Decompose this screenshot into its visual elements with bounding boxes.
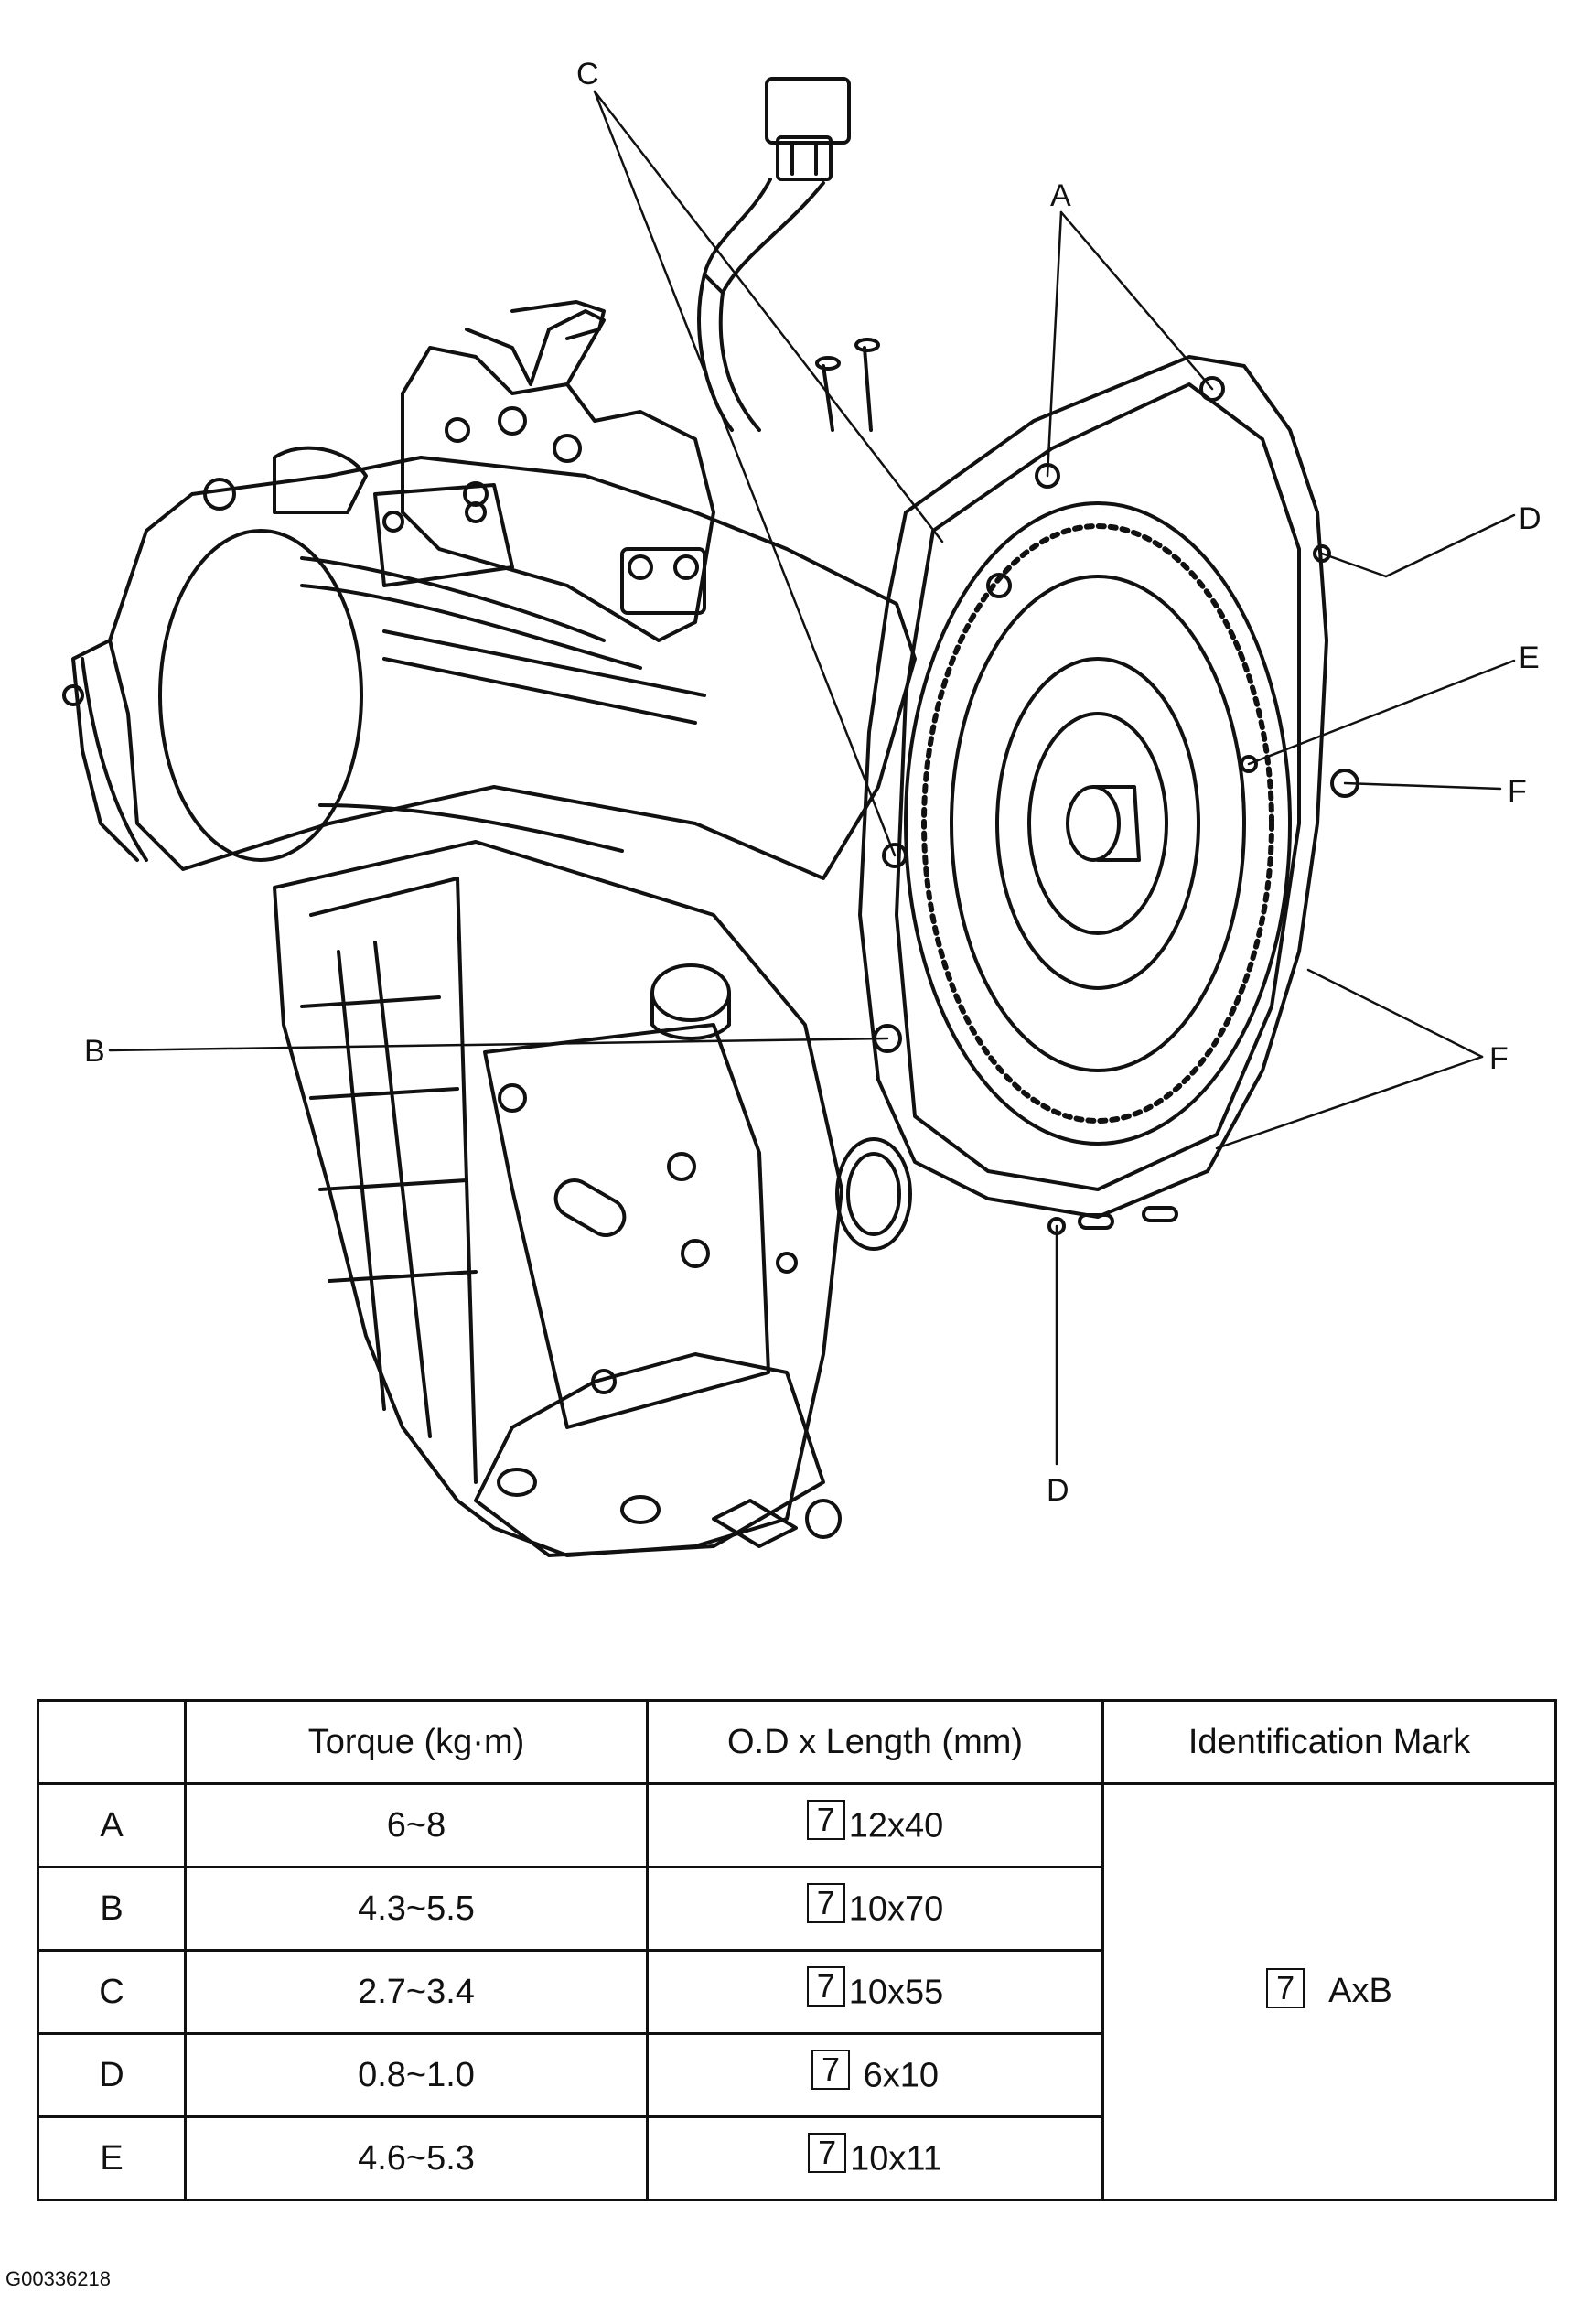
torque-value: 4.3~5.5 (184, 1866, 649, 1952)
table-header-row: Torque (kg·m) O.D x Length (mm) Identifi… (37, 1699, 1557, 1785)
table-row: D 0.8~1.0 7 6x10 (37, 2032, 1556, 2118)
mark-box: 7 (806, 1966, 845, 2007)
leader-lines (108, 90, 1516, 1466)
identification-mark-box: 7 (1266, 1968, 1305, 2009)
bolt-id: D (37, 2032, 187, 2118)
od-length-value: 10x11 (850, 2138, 942, 2178)
callout-labels: C A D E F B F D (84, 57, 1542, 1508)
callout-d-bottom: D (1047, 1473, 1069, 1508)
bolt-id: E (37, 2115, 187, 2201)
od-length-value: 10x55 (848, 1972, 944, 2011)
callout-a: A (1050, 178, 1071, 213)
figure-code: G00336218 (5, 2267, 111, 2290)
bolt-id: B (37, 1866, 187, 1952)
callout-f-side: F (1508, 774, 1527, 809)
torque-value: 0.8~1.0 (184, 2032, 649, 2118)
od-length-value: 6x10 (854, 2055, 939, 2094)
bell-housing (858, 355, 1359, 1235)
callout-c: C (576, 57, 599, 91)
transmission-case (62, 456, 917, 880)
callout-e: E (1519, 640, 1540, 675)
header-identification-mark: Identification Mark (1101, 1699, 1557, 1785)
mark-box: 7 (811, 2050, 851, 2091)
identification-mark-text: AxB (1328, 1971, 1392, 2010)
mark-box: 7 (808, 2133, 847, 2174)
torque-value: 4.6~5.3 (184, 2115, 649, 2201)
torque-value: 6~8 (184, 1782, 649, 1868)
callout-b: B (84, 1034, 105, 1069)
mark-box: 7 (806, 1800, 845, 1841)
header-blank (37, 1699, 187, 1785)
od-length-value: 12x40 (848, 1805, 944, 1845)
bolt-id: C (37, 1949, 187, 2035)
torque-spec-table: Torque (kg·m) O.D x Length (mm) Identifi… (37, 1699, 1557, 2201)
mark-box: 7 (806, 1883, 845, 1924)
bolt-id: A (37, 1782, 187, 1868)
callout-d-top: D (1519, 501, 1542, 536)
header-torque: Torque (kg·m) (184, 1699, 649, 1785)
od-length-cell: 7 6x10 (646, 2032, 1104, 2118)
identification-mark-cell: 7 AxB (1101, 1782, 1557, 2201)
header-od-length: O.D x Length (mm) (646, 1699, 1104, 1785)
valve-body (203, 300, 880, 642)
transmission-diagram: C A D E F B F D (62, 57, 1542, 1557)
od-length-value: 10x70 (848, 1888, 944, 1928)
oil-pan-bracket (273, 840, 912, 1557)
torque-value: 2.7~3.4 (184, 1949, 649, 2035)
torque-converter (904, 501, 1292, 1146)
callout-f-lower: F (1489, 1041, 1509, 1076)
